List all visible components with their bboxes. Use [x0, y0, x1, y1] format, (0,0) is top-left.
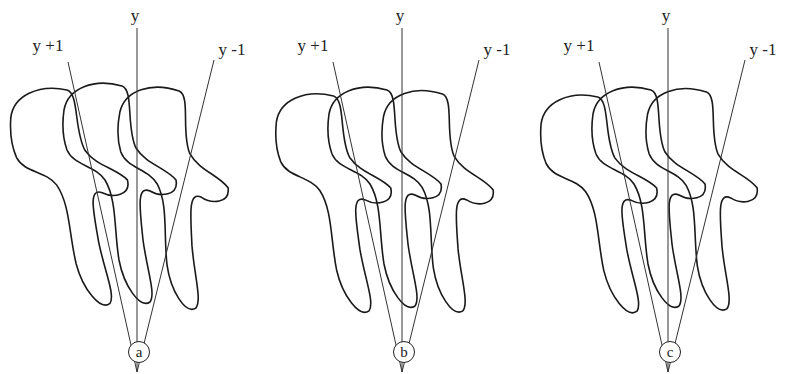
vertebra-outline [538, 91, 663, 317]
panel-letter-circle: b [393, 341, 415, 363]
panel-b [274, 28, 497, 372]
panel-letter-circle: a [128, 341, 150, 363]
vertebra-outline [8, 83, 137, 310]
axis-lines [599, 28, 745, 372]
panel-a [8, 28, 234, 372]
axis-label: y +1 [298, 37, 329, 55]
axis-label: y -1 [219, 41, 246, 59]
vertebra-outline [328, 87, 442, 307]
vertebra-outline [376, 89, 497, 313]
axis-label: y [662, 7, 671, 25]
axis-label: y -1 [484, 41, 511, 59]
axis-lines [68, 28, 214, 372]
panel-letter: b [400, 345, 408, 360]
panel-letter-circle: c [659, 341, 681, 363]
panel-letter: c [667, 345, 674, 360]
vertebra-outline [640, 87, 761, 311]
panel-c [538, 28, 760, 372]
axis-label: y [131, 7, 140, 25]
axis-lines [333, 28, 479, 372]
panel-letter: a [136, 345, 143, 360]
vertebra-outline [592, 87, 706, 307]
axis-label: y [396, 7, 405, 25]
axis-label: y +1 [33, 37, 64, 55]
axis-label: y -1 [750, 41, 777, 59]
vertebra-outline [109, 85, 234, 311]
axis-label: y +1 [564, 37, 595, 55]
